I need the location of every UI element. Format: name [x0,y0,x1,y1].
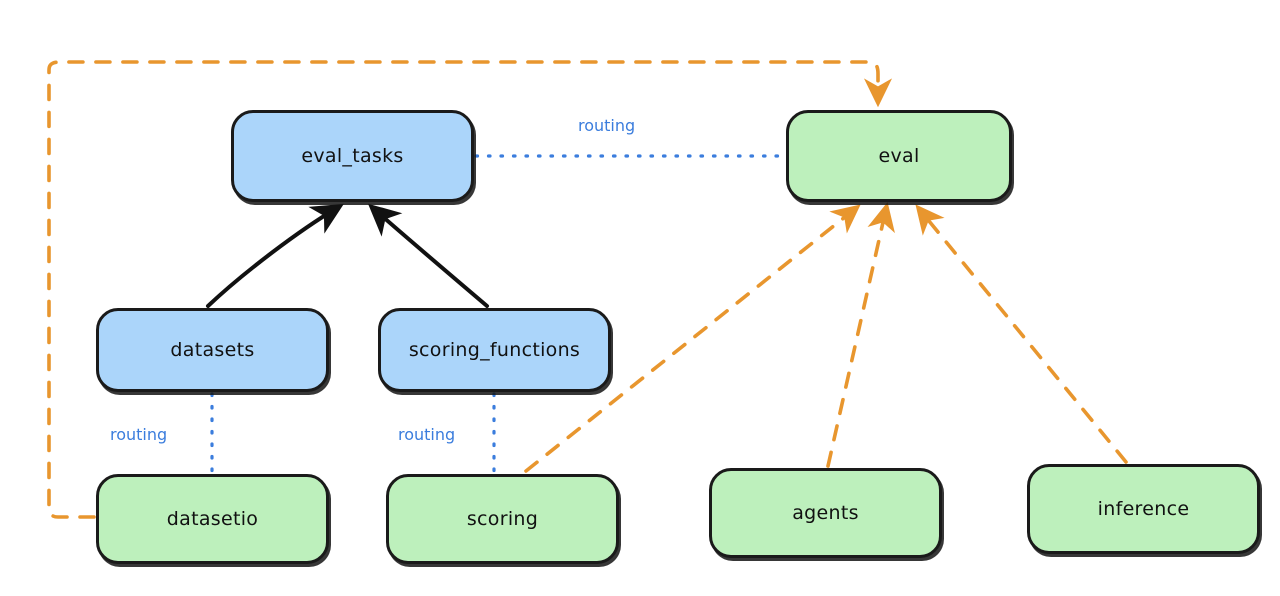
node-eval-tasks-label: eval_tasks [301,145,404,167]
node-datasetio[interactable]: datasetio [96,474,329,564]
edge-inference-to-eval [915,204,1128,464]
node-scoring-functions[interactable]: scoring_functions [378,308,611,392]
edge-label-routing-datasets: routing [110,425,168,444]
node-eval[interactable]: eval [786,110,1012,202]
node-eval-tasks[interactable]: eval_tasks [231,110,474,202]
node-eval-label: eval [878,145,920,167]
node-inference[interactable]: inference [1027,464,1260,554]
edge-scoring-functions-to-eval-tasks [368,203,489,308]
edge-scoring-to-eval [524,204,861,473]
node-agents[interactable]: agents [709,468,942,558]
node-scoring-functions-label: scoring_functions [408,339,581,361]
node-datasets[interactable]: datasets [96,308,329,392]
node-scoring[interactable]: scoring [386,474,619,564]
node-scoring-label: scoring [466,508,539,530]
edge-label-routing-eval-tasks: routing [578,116,636,135]
edge-agents-to-eval [826,201,895,468]
edge-datasetio-to-eval [47,60,893,519]
node-datasets-label: datasets [170,339,255,361]
node-agents-label: agents [792,502,859,524]
edge-label-routing-scoring-functions: routing [398,425,456,444]
node-datasetio-label: datasetio [166,508,259,530]
node-inference-label: inference [1097,498,1190,520]
edge-datasets-to-eval-tasks [206,203,344,308]
